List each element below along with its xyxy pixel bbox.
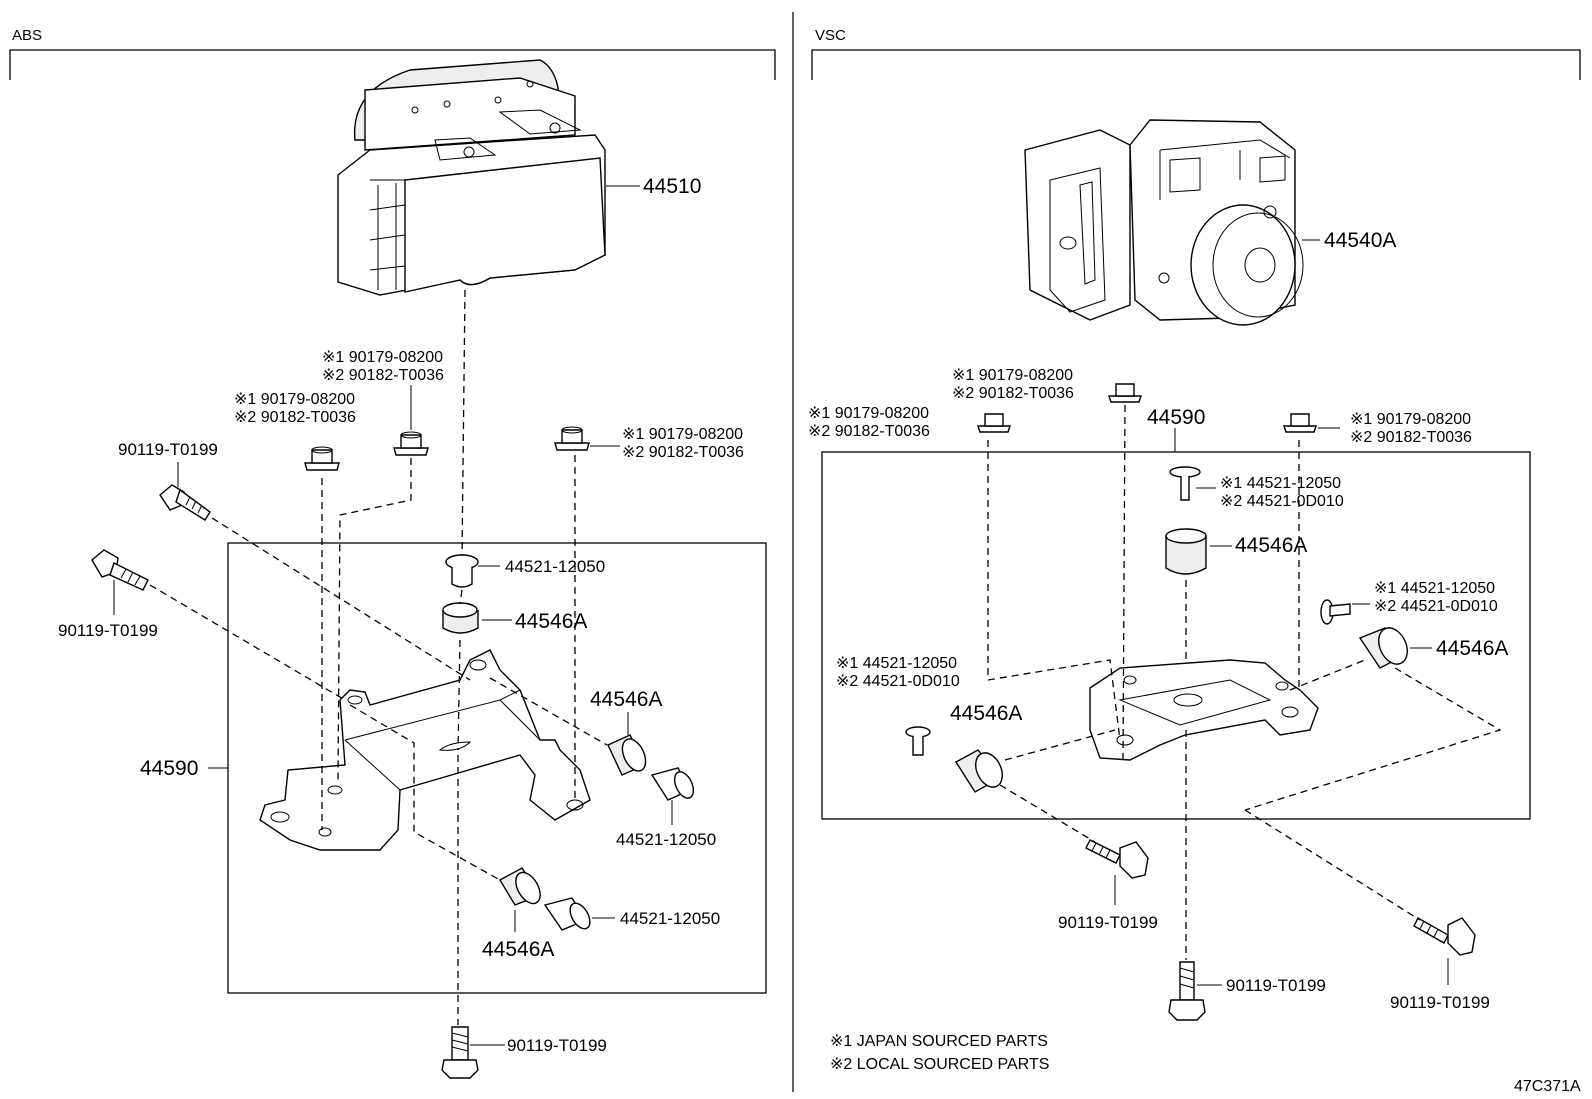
- abs-section: ABS: [9, 27, 776, 80]
- vsc-cushion-right-drawing: [1358, 627, 1408, 669]
- abs-section-header: ABS: [12, 27, 42, 44]
- abs-cushion-right-label: 44546A: [590, 688, 662, 711]
- abs-bracket-drawing: [259, 649, 591, 851]
- vsc-bolt-right-label: 90119-T0199: [1390, 993, 1490, 1012]
- vsc-nut-b-drawing: [1108, 383, 1142, 403]
- vsc-cushion-left-drawing: [955, 749, 1003, 793]
- vsc-assembly-lines: [987, 404, 1502, 960]
- abs-bolt-left-drawing: [91, 549, 149, 591]
- abs-cushion-top-label: 44546A: [515, 610, 587, 633]
- vsc-bracket-group-frame: [821, 451, 1531, 820]
- abs-collar-top-drawing: [445, 554, 479, 588]
- vsc-collar-right-label-1: ※1 44521-12050: [1374, 580, 1495, 597]
- abs-actuator-drawing: [337, 59, 606, 296]
- vsc-collar-top-drawing: [1169, 466, 1201, 501]
- abs-nut-b-label-1: ※1 90179-08200: [322, 349, 443, 366]
- vsc-collar-right-drawing: [1320, 599, 1351, 625]
- vsc-nut-c-label-1: ※1 90179-08200: [1350, 411, 1471, 428]
- vsc-actuator-drawing: [1024, 119, 1304, 326]
- abs-assembly-lines: [149, 289, 608, 1025]
- vsc-nut-a-drawing: [977, 413, 1011, 433]
- abs-bolt-left-label: 90119-T0199: [58, 621, 158, 640]
- abs-nut-a-label-2: ※2 90182-T0036: [234, 409, 356, 426]
- vsc-collar-left-drawing: [905, 726, 931, 756]
- vsc-bolt-mid-label: 90119-T0199: [1058, 913, 1158, 932]
- abs-section-bracket: [9, 49, 776, 80]
- abs-cushion-bottom-drawing: [499, 867, 542, 906]
- abs-nut-c-label-2: ※2 90182-T0036: [622, 444, 744, 461]
- vsc-collar-right-label-2: ※2 44521-0D010: [1374, 598, 1498, 615]
- note-local-sourced: ※2 LOCAL SOURCED PARTS: [830, 1056, 1049, 1073]
- vsc-collar-top-label-2: ※2 44521-0D010: [1220, 493, 1344, 510]
- abs-bracket-label: 44590: [140, 757, 198, 780]
- abs-bolt-top-label: 90119-T0199: [118, 440, 218, 459]
- vsc-cushion-right-label: 44546A: [1436, 637, 1508, 660]
- vsc-cushion-left-label: 44546A: [950, 702, 1022, 725]
- abs-collar-bottom-drawing: [543, 897, 591, 931]
- abs-cushion-bottom-label: 44546A: [482, 938, 554, 961]
- abs-bolt-bottom-label: 90119-T0199: [507, 1036, 607, 1055]
- vsc-nut-b-label-2: ※2 90182-T0036: [952, 385, 1074, 402]
- vsc-bolt-right-drawing: [1413, 917, 1476, 956]
- figure-id: 47C371A: [1514, 1078, 1581, 1095]
- abs-nut-a-drawing: [304, 446, 340, 471]
- abs-collar-top-label: 44521-12050: [505, 557, 605, 576]
- vsc-nut-b-label-1: ※1 90179-08200: [952, 367, 1073, 384]
- abs-collar-bottom-label: 44521-12050: [620, 909, 720, 928]
- abs-nut-a-label-1: ※1 90179-08200: [234, 391, 355, 408]
- vsc-collar-left-label-2: ※2 44521-0D010: [836, 673, 960, 690]
- abs-nut-c-drawing: [554, 426, 590, 451]
- vsc-section: VSC: [811, 27, 1581, 80]
- abs-nut-b-drawing: [393, 431, 429, 456]
- abs-nut-b-label-2: ※2 90182-T0036: [322, 367, 444, 384]
- vsc-nut-a-label-1: ※1 90179-08200: [808, 405, 929, 422]
- vsc-bracket-drawing: [1089, 659, 1319, 761]
- vsc-nut-c-label-2: ※2 90182-T0036: [1350, 429, 1472, 446]
- vsc-actuator-label: 44540A: [1324, 229, 1396, 252]
- abs-cushion-top-drawing: [442, 602, 479, 634]
- abs-cushion-right-drawing: [607, 734, 647, 776]
- vsc-nut-c-drawing: [1283, 413, 1317, 433]
- vsc-bolt-center-label: 90119-T0199: [1226, 976, 1326, 995]
- vsc-section-bracket: [811, 49, 1581, 80]
- note-japan-sourced: ※1 JAPAN SOURCED PARTS: [830, 1033, 1048, 1050]
- vsc-collar-top-label-1: ※1 44521-12050: [1220, 475, 1341, 492]
- vsc-cushion-top-drawing: [1165, 528, 1207, 575]
- abs-collar-right-label: 44521-12050: [616, 830, 716, 849]
- vsc-cushion-top-label: 44546A: [1235, 534, 1307, 557]
- vsc-section-header: VSC: [815, 27, 846, 44]
- vsc-bolt-center-drawing: [1168, 961, 1206, 1021]
- abs-actuator-label: 44510: [643, 175, 701, 198]
- abs-collar-right-drawing: [650, 767, 695, 801]
- vsc-collar-left-label-1: ※1 44521-12050: [836, 655, 957, 672]
- abs-bolt-bottom-drawing: [441, 1026, 479, 1079]
- vsc-nut-a-label-2: ※2 90182-T0036: [808, 423, 930, 440]
- abs-bolt-top-drawing: [159, 484, 211, 521]
- abs-nut-c-label-1: ※1 90179-08200: [622, 426, 743, 443]
- vsc-bolt-mid-drawing: [1085, 839, 1149, 879]
- vsc-bracket-label: 44590: [1147, 406, 1205, 429]
